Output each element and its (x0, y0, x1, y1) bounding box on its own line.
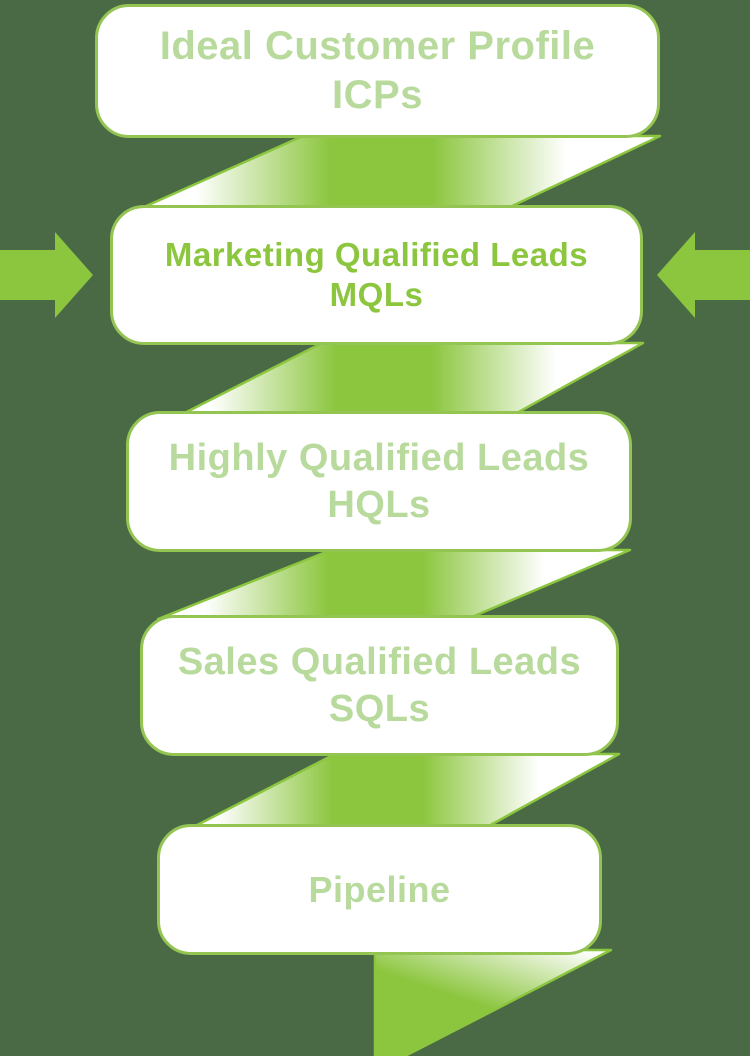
stage-label: Sales Qualified Leads (177, 641, 582, 684)
stage-label: Pipeline (308, 868, 451, 910)
arrow-pointing-right-icon (0, 232, 93, 318)
ribbon-tail (373, 948, 613, 1056)
stage-acronym: HQLs (327, 483, 431, 526)
ribbon-segment-3 (156, 548, 632, 621)
stage-label: Ideal Customer Profile (159, 24, 596, 69)
stage-box-mql: Marketing Qualified Leads MQLs (110, 205, 643, 345)
stage-box-pipeline: Pipeline (157, 824, 602, 955)
arrow-pointing-left-icon (657, 232, 750, 318)
stage-acronym: MQLs (329, 276, 424, 313)
stage-acronym: ICPs (332, 73, 423, 117)
stage-box-sql: Sales Qualified Leads SQLs (140, 615, 619, 756)
stage-box-icp: Ideal Customer Profile ICPs (95, 4, 660, 138)
stage-acronym: SQLs (328, 687, 431, 730)
stage-label: Highly Qualified Leads (168, 437, 590, 480)
ribbon-segment-1 (142, 134, 662, 209)
stage-box-hql: Highly Qualified Leads HQLs (126, 411, 632, 552)
stage-label: Marketing Qualified Leads (164, 235, 589, 273)
